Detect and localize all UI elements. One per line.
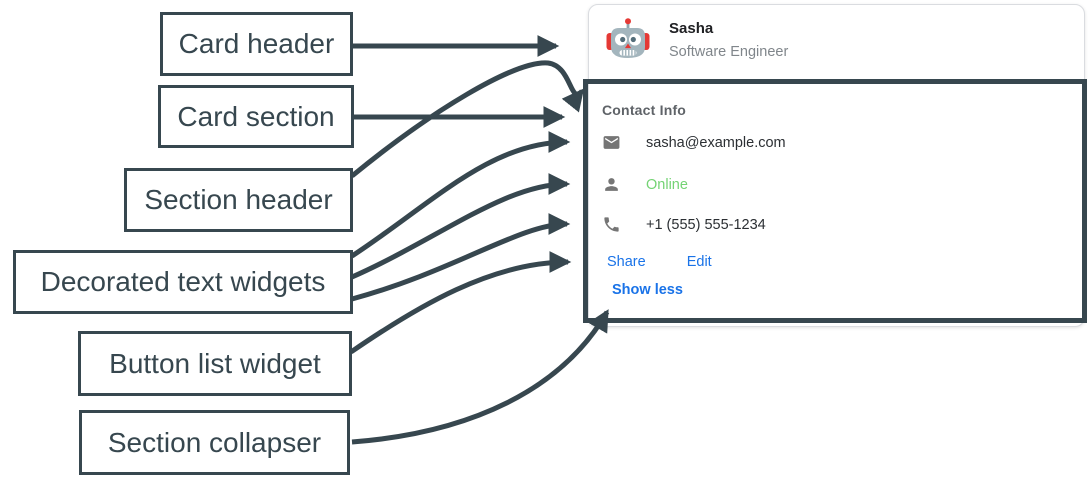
share-button[interactable]: Share: [607, 254, 646, 270]
arrow-section-collapser: [351, 309, 610, 445]
arrow-section-header: [350, 60, 585, 178]
label-decorated-text-widgets: Decorated text widgets: [13, 250, 353, 314]
card-header: Sasha Software Engineer: [604, 16, 788, 64]
arrow-widget-phone: [351, 213, 571, 302]
label-card-header: Card header: [160, 12, 353, 76]
robot-avatar-icon: [606, 18, 650, 58]
label-card-section: Card section: [158, 85, 354, 148]
card-subtitle: Software Engineer: [669, 44, 789, 60]
email-icon: [603, 136, 620, 149]
arrow-widget-status: [350, 173, 571, 280]
status-text: Online: [646, 176, 688, 193]
email-text: sasha@example.com: [646, 134, 786, 151]
person-icon: [605, 178, 618, 191]
section-header: Contact Info: [602, 102, 687, 118]
arrow-widget-email: [350, 131, 571, 259]
phone-text: +1 (555) 555-1234: [646, 216, 766, 233]
card-header-text: Sasha Software Engineer: [669, 20, 788, 60]
label-section-header: Section header: [124, 168, 353, 232]
card-title: Sasha: [669, 20, 714, 37]
contact-card: [588, 4, 1085, 327]
phone-icon: [604, 217, 619, 232]
button-list-widget: Share Edit: [607, 254, 712, 270]
edit-button[interactable]: Edit: [686, 254, 712, 270]
label-section-collapser: Section collapser: [79, 410, 350, 475]
card-section-outline: [583, 79, 1087, 323]
decorated-text-widget-status: Online: [602, 175, 688, 194]
arrow-button-list: [349, 251, 572, 355]
decorated-text-widget-email: sasha@example.com: [602, 133, 786, 152]
label-button-list-widget: Button list widget: [78, 331, 352, 396]
section-collapser-button[interactable]: Show less: [612, 282, 683, 298]
decorated-text-widget-phone: +1 (555) 555-1234: [602, 215, 766, 234]
